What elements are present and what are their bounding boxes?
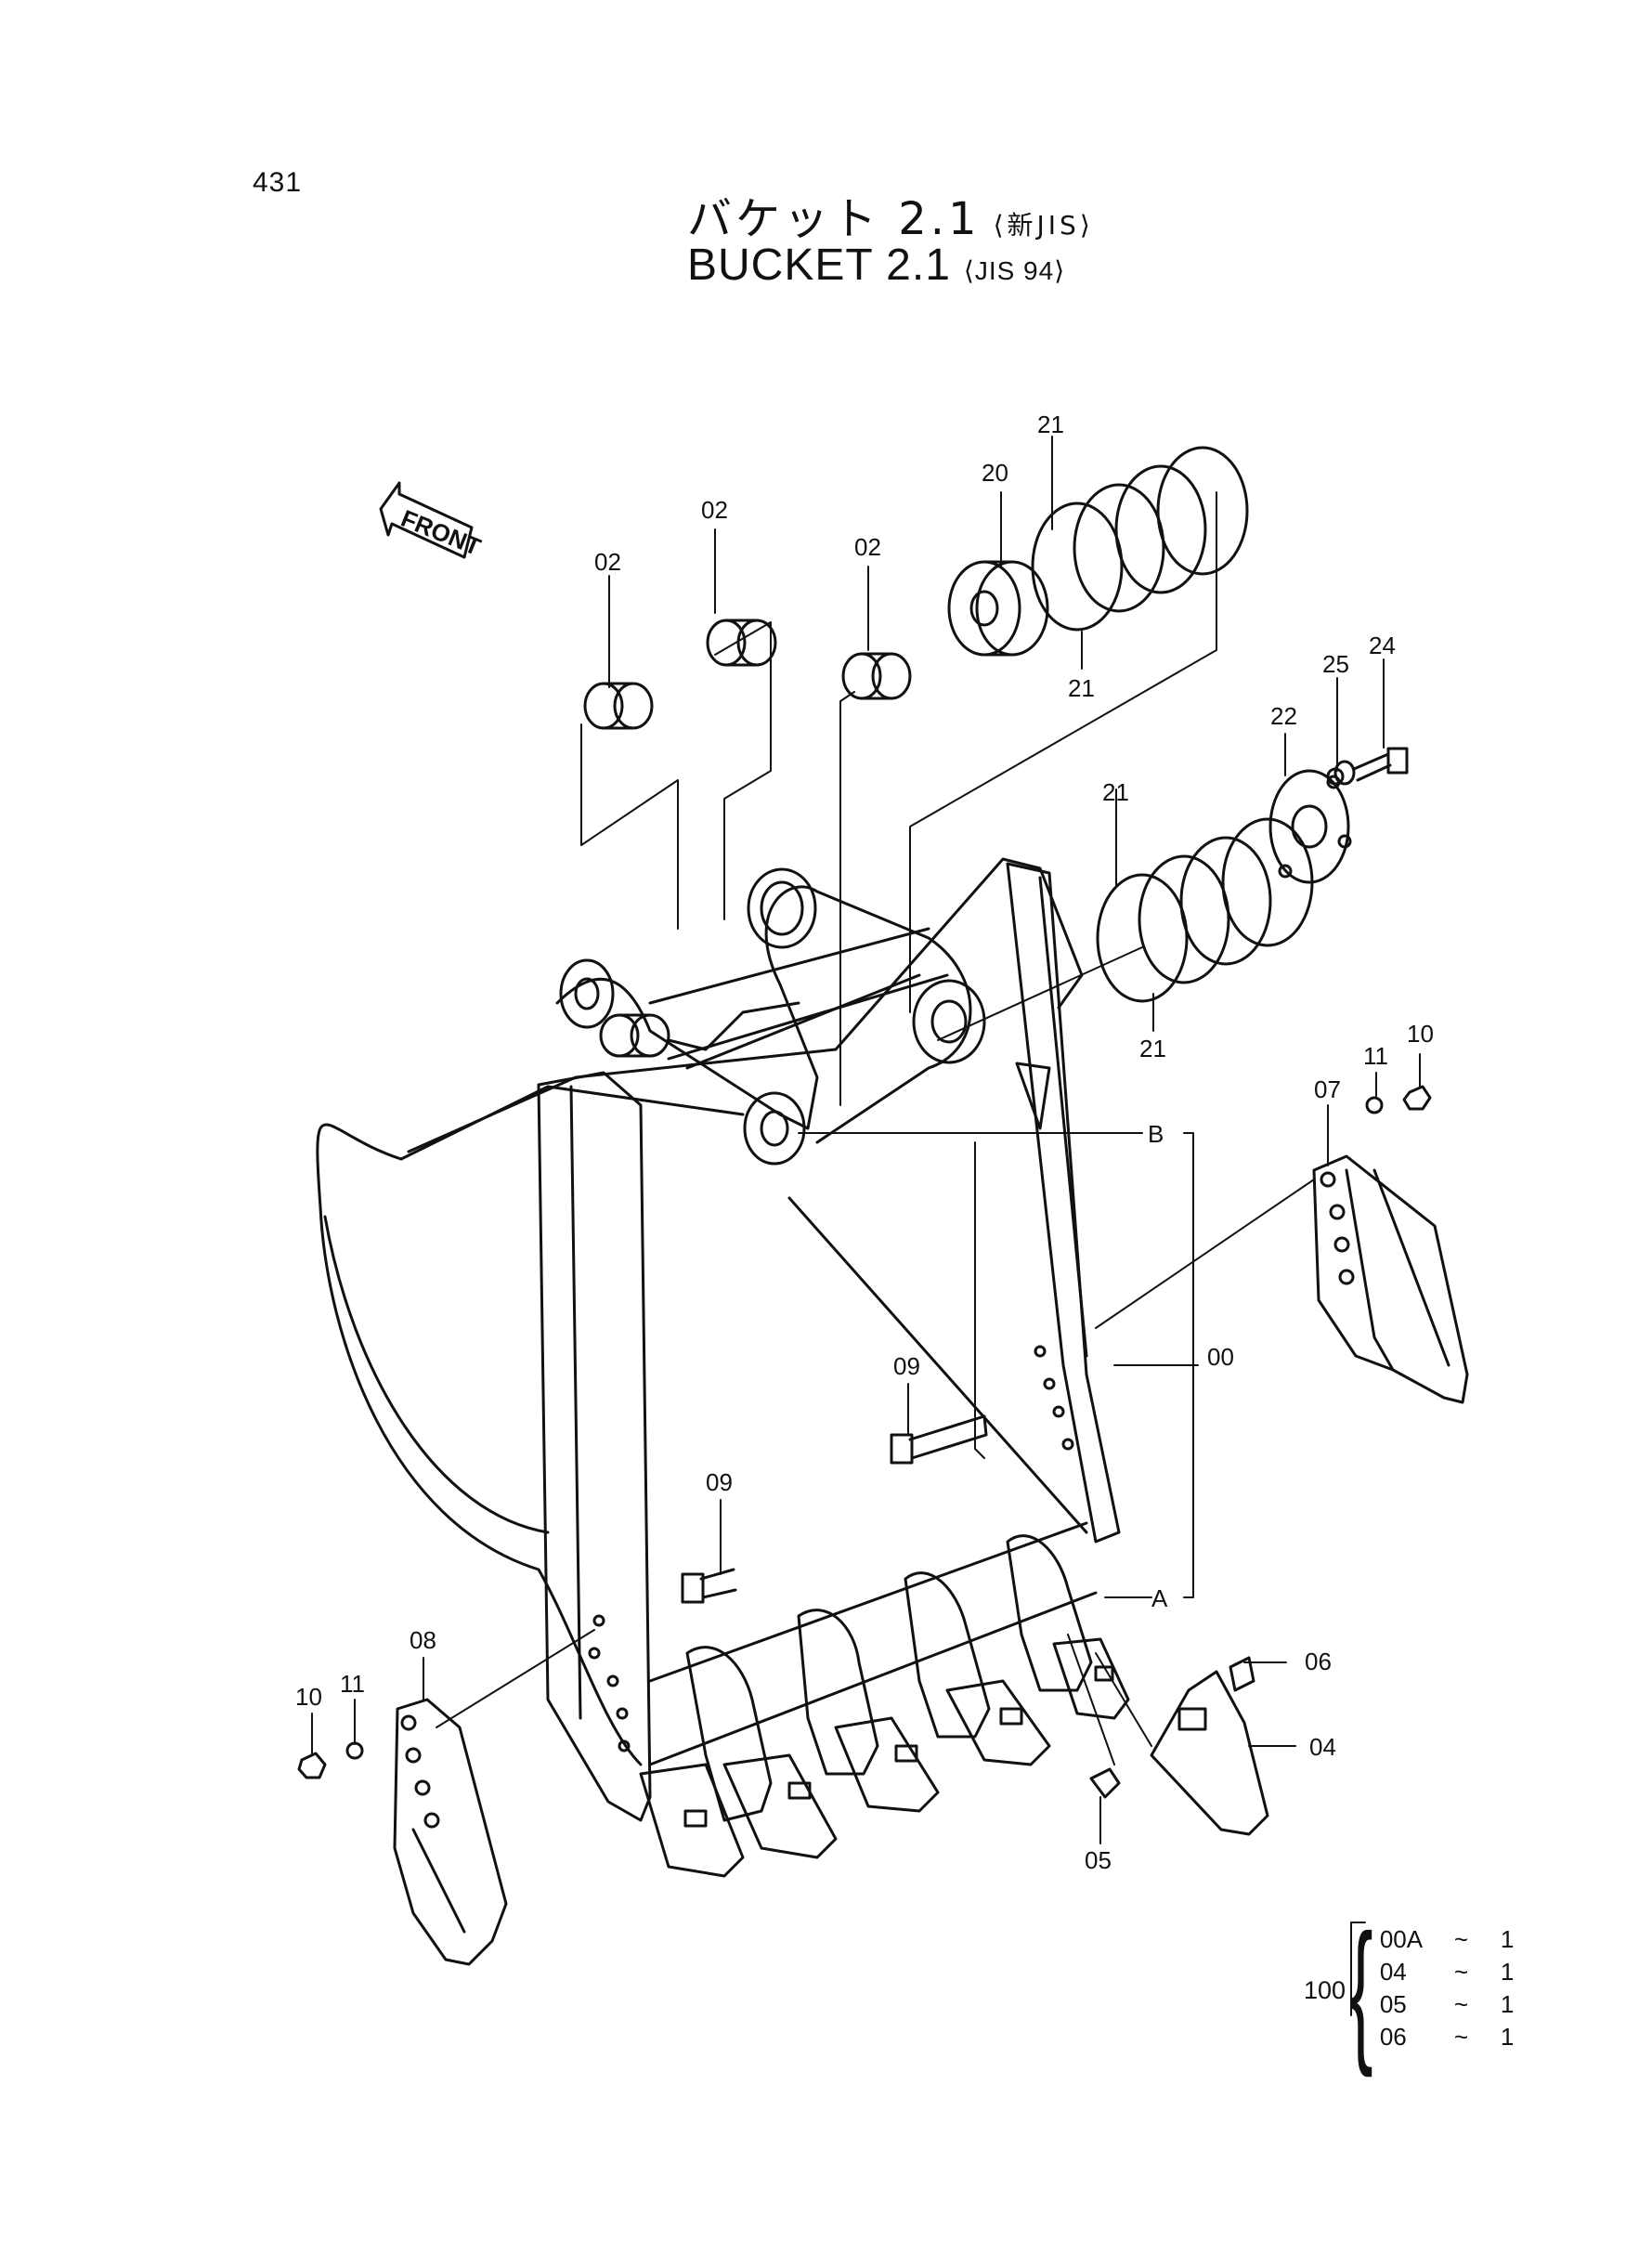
callout-04: 04	[1309, 1733, 1336, 1761]
shims-upper	[1031, 446, 1249, 632]
callout-21-top: 21	[1037, 410, 1064, 438]
title-en-name: BUCKET 2.1	[687, 241, 951, 290]
shims-lower	[1096, 817, 1314, 1003]
bolts	[681, 1414, 988, 1604]
callout-21-middle: 21	[1102, 778, 1129, 806]
callout-11-left: 11	[340, 1670, 365, 1698]
callout-09-upper: 09	[893, 1352, 920, 1380]
callout-06: 06	[1305, 1648, 1332, 1675]
tooth-point-set	[1089, 1656, 1269, 1836]
brace-icon: {	[1349, 1902, 1373, 2078]
front-arrow-icon: FRONT	[379, 481, 485, 561]
title-en-spec: ⟨JIS 94⟩	[963, 256, 1066, 285]
callout-02-right: 02	[854, 533, 881, 561]
kit-item: 00A ~ 1	[1379, 1925, 1515, 1953]
kit-number: 100	[1304, 1975, 1346, 2004]
callout-numbers: 02 02 02 20 21 21 21 21 22 25 24 07 11 1…	[295, 410, 1434, 1874]
callout-25: 25	[1322, 650, 1349, 678]
page-title: バケット 2.1 ⟨新JIS⟩ BUCKET 2.1 ⟨JIS 94⟩	[687, 182, 1151, 301]
title-jp-spec: ⟨新JIS⟩	[993, 210, 1094, 241]
callout-20: 20	[982, 459, 1008, 487]
kit-items: 00A ~ 1 04 ~ 1 05 ~ 1 06 ~ 1	[1380, 1925, 1514, 2055]
callout-24: 24	[1369, 632, 1396, 659]
callout-02-left: 02	[594, 548, 621, 576]
bucket-teeth	[639, 1534, 1130, 1878]
title-japanese: バケット 2.1 ⟨新JIS⟩	[687, 182, 1151, 245]
callout-21-lower: 21	[1139, 1035, 1166, 1062]
kit-item: 04 ~ 1	[1379, 1958, 1515, 1986]
collar-part	[947, 560, 1049, 657]
callout-10-right: 10	[1407, 1020, 1434, 1048]
callout-22: 22	[1270, 702, 1297, 730]
end-plate-bolt	[1268, 747, 1409, 884]
bucket-body	[316, 857, 1121, 1822]
bushings	[583, 619, 912, 1058]
kit-item: 05 ~ 1	[1379, 1990, 1515, 2018]
callout-02-mid: 02	[701, 496, 728, 524]
side-cutter-left	[297, 1698, 508, 1966]
callout-21-upper: 21	[1068, 674, 1095, 702]
title-english: BUCKET 2.1 ⟨JIS 94⟩	[687, 240, 1151, 301]
callout-09-lower: 09	[706, 1468, 733, 1496]
callout-08: 08	[410, 1626, 436, 1654]
callout-07: 07	[1314, 1075, 1341, 1103]
kit-legend: 100 { 00A ~ 1 04 ~ 1 05 ~ 1 06 ~ 1	[1304, 1902, 1514, 2078]
callout-05: 05	[1085, 1846, 1112, 1874]
title-jp-name: バケット 2.1	[687, 193, 981, 245]
callout-00: 00	[1207, 1343, 1234, 1371]
kit-item: 06 ~ 1	[1379, 2023, 1515, 2051]
callout-10-left: 10	[295, 1683, 322, 1711]
side-cutter-right	[1312, 1085, 1469, 1404]
page-number: 431	[253, 167, 303, 198]
leader-lines	[311, 436, 1421, 2016]
reference-a: A	[1151, 1584, 1168, 1612]
callout-11-right: 11	[1363, 1042, 1388, 1070]
reference-b: B	[1148, 1120, 1164, 1148]
